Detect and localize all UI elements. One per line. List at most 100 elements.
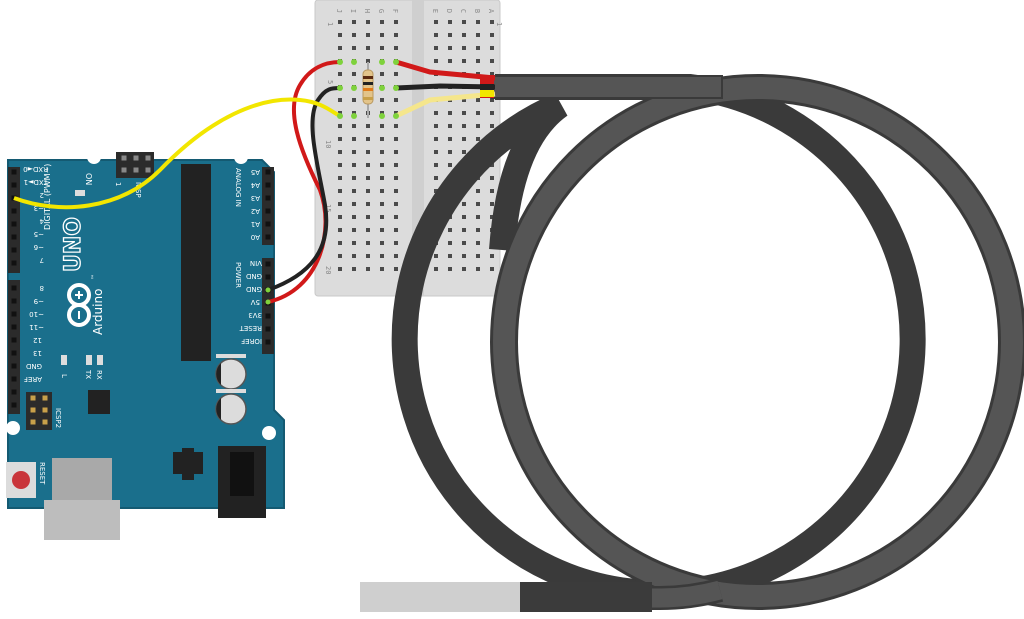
connection-point <box>351 59 357 65</box>
pin-label-a5: A5 <box>251 168 260 176</box>
breadboard-hole <box>366 215 370 219</box>
breadboard-hole <box>448 111 452 115</box>
infinity-logo-icon <box>67 283 91 327</box>
mounting-hole <box>87 150 101 164</box>
breadboard-hole <box>434 20 438 24</box>
breadboard-hole <box>366 202 370 206</box>
pin-hole <box>11 337 17 343</box>
uno-label: UNO <box>61 217 86 272</box>
pin-hole <box>11 260 17 266</box>
breadboard-hole <box>462 215 466 219</box>
breadboard-hole <box>490 176 494 180</box>
breadboard-hole <box>352 176 356 180</box>
bb-letter: H <box>363 9 371 13</box>
connection-point <box>379 59 385 65</box>
breadboard-hole <box>366 137 370 141</box>
breadboard-hole <box>394 163 398 167</box>
breadboard-hole <box>380 150 384 154</box>
pin-label-a0: A0 <box>251 233 260 241</box>
breadboard-hole <box>338 72 342 76</box>
connection-point <box>379 85 385 91</box>
breadboard-hole <box>490 163 494 167</box>
breadboard-hole <box>394 46 398 50</box>
breadboard-hole <box>394 254 398 258</box>
atmega-chip <box>181 164 211 361</box>
breadboard-hole <box>380 228 384 232</box>
breadboard-hole <box>490 189 494 193</box>
bb-letter: F <box>391 9 399 13</box>
breadboard-hole <box>338 46 342 50</box>
breadboard-hole <box>462 124 466 128</box>
pin-hole <box>265 182 271 188</box>
pin-hole <box>11 285 17 291</box>
breadboard-hole <box>352 254 356 258</box>
breadboard-hole <box>490 46 494 50</box>
pin-label-vin: VIN <box>250 259 262 267</box>
pin-hole <box>265 339 271 345</box>
pin-label-a4: A4 <box>250 181 260 189</box>
pin-hole <box>265 195 271 201</box>
pin-label-gnd: GND <box>26 362 42 370</box>
digital-header-bottom <box>8 280 20 414</box>
probe-cable-tail-inner <box>520 580 723 608</box>
breadboard-hole <box>434 111 438 115</box>
breadboard-hole <box>366 150 370 154</box>
reset-label: RESET <box>38 462 46 485</box>
power-section-label: POWER <box>234 262 242 288</box>
breadboard-hole <box>380 267 384 271</box>
breadboard-hole <box>448 20 452 24</box>
breadboard-hole <box>462 46 466 50</box>
breadboard-hole <box>476 189 480 193</box>
breadboard-hole <box>434 124 438 128</box>
capacitor <box>215 389 247 425</box>
pin-label-5v: 5V <box>251 298 260 306</box>
bb-row-number: 10 <box>324 140 332 148</box>
breadboard-hole <box>476 33 480 37</box>
breadboard-hole <box>352 267 356 271</box>
connection-point <box>265 287 271 293</box>
breadboard-hole <box>476 137 480 141</box>
pin-label-d1: TXD►1 <box>24 178 49 186</box>
breadboard-hole <box>394 124 398 128</box>
breadboard-hole <box>448 267 452 271</box>
led-l-label: L <box>60 374 68 378</box>
breadboard-hole <box>490 202 494 206</box>
breadboard-hole <box>366 163 370 167</box>
breadboard-hole <box>448 137 452 141</box>
breadboard-hole <box>476 20 480 24</box>
breadboard-hole <box>462 33 466 37</box>
breadboard-hole <box>476 215 480 219</box>
breadboard-hole <box>352 72 356 76</box>
bb-letter: J <box>335 9 343 13</box>
breadboard-hole <box>394 189 398 193</box>
mounting-hole <box>234 150 248 164</box>
breadboard-hole <box>448 254 452 258</box>
connection-point <box>393 113 399 119</box>
breadboard-hole <box>338 20 342 24</box>
breadboard-hole <box>380 202 384 206</box>
breadboard-hole <box>394 215 398 219</box>
bb-row-number: 1 <box>495 22 503 26</box>
probe-wire-sheath-yellow <box>480 90 494 97</box>
power-analog-labels: A5 A4 A3 A2 A1 A0 ANALOG IN VIN GND GND … <box>234 168 262 345</box>
breadboard-hole <box>366 20 370 24</box>
breadboard-hole <box>366 33 370 37</box>
breadboard-hole <box>366 124 370 128</box>
pin-label-d11: ~11 <box>29 323 44 331</box>
mounting-hole <box>6 421 20 435</box>
breadboard-hole <box>338 137 342 141</box>
pin-hole <box>265 313 271 319</box>
wire-red-5v <box>267 60 341 304</box>
breadboard-hole <box>338 228 342 232</box>
breadboard-hole <box>366 59 370 63</box>
arduino-logo: UNO Arduino ™ <box>60 216 105 335</box>
bb-row-number: 1 <box>326 22 334 26</box>
analog-header <box>262 167 274 245</box>
breadboard-hole <box>476 254 480 258</box>
on-led <box>75 190 85 196</box>
usb-connector-shell <box>44 500 120 540</box>
breadboard-hole <box>476 46 480 50</box>
pin-label-d4: 4 <box>39 217 44 225</box>
breadboard-hole <box>338 241 342 245</box>
